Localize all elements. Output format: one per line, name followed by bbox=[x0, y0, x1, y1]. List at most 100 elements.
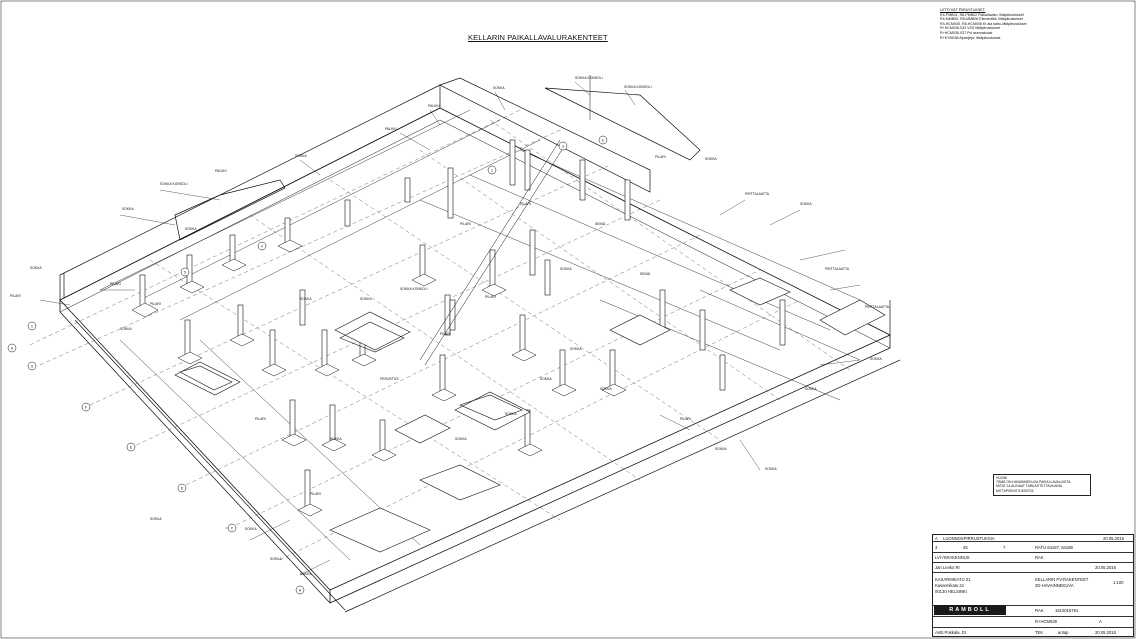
annotation-perustus-1: PERUSTUS bbox=[380, 377, 399, 381]
perimeter-walls bbox=[59, 77, 901, 613]
annotation-sokka-7: SOKKA bbox=[870, 357, 882, 361]
grid-marker-6: D bbox=[181, 486, 184, 490]
revision-date: 20.05.2016 bbox=[1103, 536, 1124, 541]
annotation-sokka-14: SOKKA bbox=[540, 377, 552, 381]
annotation-palkki-3: PALKKI bbox=[428, 104, 440, 108]
grid-marker-10: 4 bbox=[261, 244, 263, 248]
drawing-title: KELLARIN PAIKALLAVALURAKENTEET bbox=[468, 33, 608, 42]
annotation-sokka-10: SOKKA bbox=[300, 572, 312, 576]
revision-text: LUONNOSPIRRUSTUKSIA bbox=[943, 536, 995, 541]
annotation-sokka-6: SOKKA bbox=[800, 202, 812, 206]
annotation-pilari-7: PILARI bbox=[310, 492, 321, 496]
drawing-number: R+HCM029 bbox=[1035, 619, 1057, 624]
address-line-1: KASARMIKATU 21 bbox=[935, 577, 971, 582]
annotation-sokka-24: SOKKA bbox=[120, 327, 132, 331]
annotation-pilari-6: PILARI bbox=[255, 417, 266, 421]
content-line-1: KELLARIN PV-RAKENTEET bbox=[1035, 577, 1089, 582]
grid-marker-7: C bbox=[231, 526, 234, 530]
annotation-sokka-4: SOKKA bbox=[493, 86, 505, 90]
grid-marker-12: 3 bbox=[562, 144, 564, 148]
annotation-pilari-10: PILARI bbox=[460, 222, 471, 226]
revision-label: A bbox=[935, 536, 938, 541]
note-header: HUOM! bbox=[996, 476, 1008, 480]
grid-marker-8: A bbox=[299, 588, 302, 592]
annotation-sokka-3: SOKKA bbox=[295, 154, 307, 158]
annotation-sokka-22: SOKKA bbox=[805, 387, 817, 391]
leader-lines bbox=[39, 81, 861, 576]
annotation-konsoli-4: SOKKA KONSOLI bbox=[400, 287, 428, 291]
related-drawing-3: R4-HCM005, R8-HCM006 Kt ala katto-liittä… bbox=[940, 21, 1027, 26]
related-drawing-5: R+HCM036-037 Pvi asemakuvat bbox=[940, 30, 993, 35]
annotation-sokka-11: SOKKA bbox=[245, 527, 257, 531]
ramboll-logo: RAMBOLL bbox=[934, 605, 1006, 615]
annotation-palkki-2: PALKKI bbox=[385, 127, 397, 131]
related-drawing-2: R4-MMB05, R8-MMB06 Elementtiä; liittäpii… bbox=[940, 17, 1023, 22]
annotation-sokka-25: SOKKA bbox=[185, 227, 197, 231]
note-line-2: MITAT JA ALIHAAT TARKASTETTAVA AINA bbox=[996, 484, 1063, 489]
annotation-seina-2: SEINÄ bbox=[640, 272, 651, 276]
annotation-laatta-2: PIRTTALAATTA bbox=[825, 267, 850, 271]
annotation-sokka-13: SOKKA bbox=[570, 347, 582, 351]
related-drawing-4: R+HCM038-033 VSS liittäpiirustukset bbox=[940, 26, 1000, 31]
grid-marker-labels: 1 H G F E D C A 5 4 2 3 6 bbox=[11, 138, 604, 592]
annotation-sokka-9: SOKKA bbox=[715, 447, 727, 451]
annotation-pilari-2: PILARI bbox=[655, 155, 666, 159]
approver-date: 20.05.2016 bbox=[1095, 630, 1116, 635]
drawing-revision: A bbox=[1099, 619, 1102, 624]
annotation-sokka-21: SOKKA bbox=[600, 387, 612, 391]
annotation-sokka-12: SOKKA bbox=[270, 557, 282, 561]
related-drawing-6: R+KYM038 Aiparijeja; liittäpiirustuksia bbox=[940, 35, 1001, 40]
annotation-sokka-18: SOKKA bbox=[360, 297, 372, 301]
grid-marker-2: H bbox=[11, 346, 14, 350]
type-label: LVI-/SRAKENNUS bbox=[935, 555, 970, 560]
designer: Jari Lenko RI bbox=[935, 565, 960, 570]
approver-role: TEK bbox=[1035, 630, 1044, 635]
work-label: RAK bbox=[1035, 608, 1044, 613]
ratu-code: RATU 64187, 64188 bbox=[1035, 545, 1073, 550]
annotation-sokka-15: SOKKA bbox=[455, 437, 467, 441]
sheet-count: 45 bbox=[963, 545, 968, 550]
annotation-pilari-5: PILARI bbox=[150, 302, 161, 306]
annotation-konsoli-3: SOKKA KONSOLI bbox=[624, 85, 652, 89]
related-drawing-1: R4-PMB01, R8-PMB02 Paikallavalu; tiiliap… bbox=[940, 12, 1024, 17]
annotation-laatta-3: PIRTTALAATTA bbox=[865, 305, 890, 309]
grid-marker-11: 2 bbox=[491, 168, 493, 172]
approver-sign: antap bbox=[1058, 630, 1069, 635]
annotation-sokka-23: SOKKA bbox=[150, 517, 162, 521]
address-line-2: Kasarmikatu 21 bbox=[935, 583, 965, 588]
annotation-pilari-9: PILARI bbox=[485, 295, 496, 299]
annotation-pilari-8: PILARI bbox=[440, 332, 451, 336]
related-drawings-list: LIITTYVÄT PIIRUSTUKSET: R4-PMB01, R8-PMB… bbox=[940, 8, 1100, 40]
scale: 1:100 bbox=[1113, 580, 1124, 585]
ramp-lines bbox=[419, 75, 591, 366]
annotation-sokka-16: SOKKA bbox=[330, 437, 342, 441]
related-drawings-header: LIITTYVÄT PIIRUSTUKSET: bbox=[940, 8, 986, 12]
ratu-value: 7 bbox=[1003, 545, 1006, 550]
annotation-sokka-8: SOKKA bbox=[765, 467, 777, 471]
annotation-palkki-1: PALKKI bbox=[215, 169, 227, 173]
grid-marker-5: E bbox=[130, 445, 133, 449]
annotation-sokka-2: SOKKA bbox=[122, 207, 134, 211]
grid-marker-3: G bbox=[31, 364, 34, 368]
annotation-sokka-19: SOKKA bbox=[560, 267, 572, 271]
annotation-pilari-1: PILARI bbox=[10, 294, 21, 298]
note-box: HUOM! TÄMÄ ON HAVAINNEKUVA PAIKALLAVALUI… bbox=[993, 474, 1091, 496]
annotation-pilari-4: PILARI bbox=[110, 282, 121, 286]
annotation-sokka-1: SOKKA bbox=[30, 266, 42, 270]
address-line-3: 00130 HELSINKI bbox=[935, 589, 967, 594]
approver: Antti Pokkala, DI bbox=[935, 630, 966, 635]
annotation-sokka-17: SOKKA bbox=[300, 297, 312, 301]
element-annotations: PILARI SOKKA SOKKA SOKKA KONSOLI PALKKI … bbox=[10, 76, 890, 576]
title-block: A LUONNOSPIRRUSTUKSIA 20.05.2016 3 45 7 … bbox=[932, 534, 1134, 637]
grid-marker-9: 5 bbox=[184, 270, 186, 274]
annotation-sokka-20: SOKKA bbox=[505, 412, 517, 416]
footings bbox=[131, 239, 627, 517]
design-date: 20.05.2016 bbox=[1095, 565, 1116, 570]
columns bbox=[139, 139, 786, 511]
content-line-2: 3D-HAVAINNEKUVA bbox=[1035, 583, 1074, 588]
work-number: 1510016791 bbox=[1055, 608, 1079, 613]
grid-markers bbox=[7, 135, 608, 595]
